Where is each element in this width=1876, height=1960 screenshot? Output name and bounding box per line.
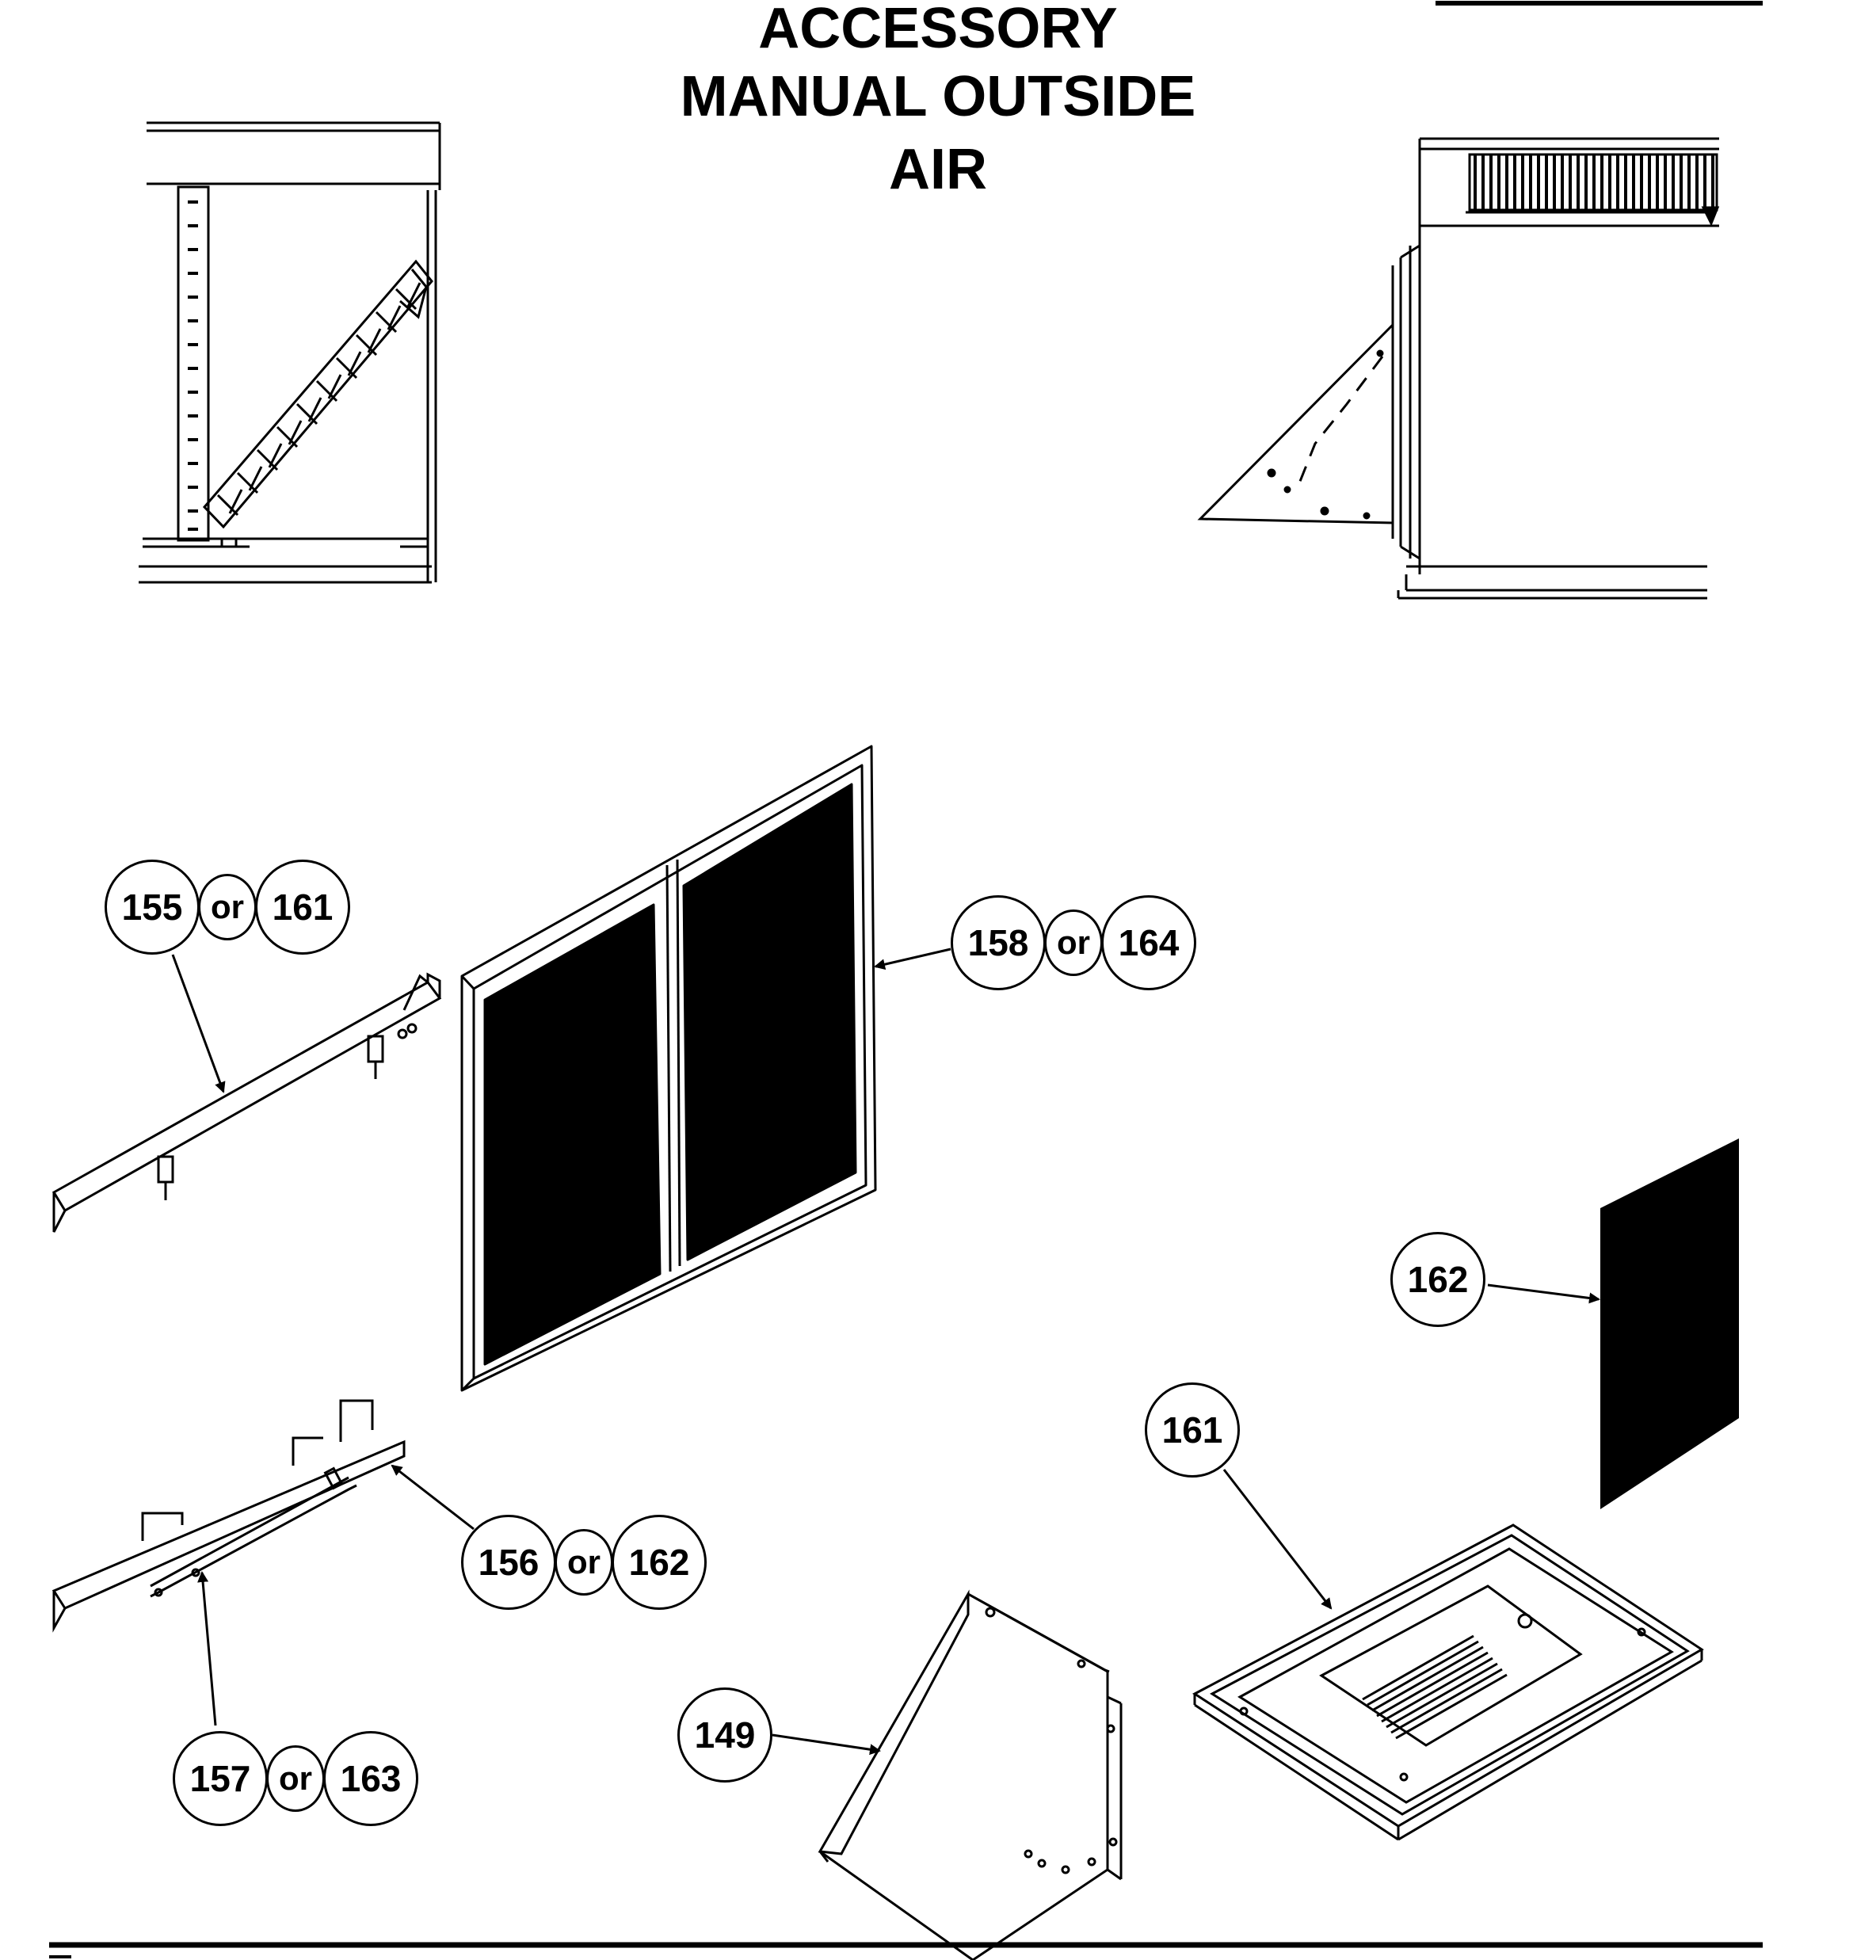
filter-panel-left	[483, 903, 662, 1366]
part-number-158: 158	[951, 895, 1046, 990]
part-number-156: 156	[461, 1515, 556, 1610]
part-number-157: 157	[173, 1731, 268, 1826]
callout-157-or-163: 157 or 163	[173, 1731, 418, 1826]
hood-installed-view	[1197, 137, 1720, 600]
filter-panel-162	[1600, 1138, 1739, 1509]
rain-hood	[818, 1589, 1123, 1960]
callout-162: 162	[1390, 1232, 1485, 1327]
bottom-rail	[51, 1399, 406, 1633]
part-number-155: 155	[105, 860, 200, 955]
part-number-163: 163	[323, 1731, 418, 1826]
title-line-1: ACCESSORY	[758, 0, 1118, 60]
filter-frame	[460, 745, 877, 1392]
top-rail	[51, 972, 442, 1233]
part-number-149: 149	[677, 1687, 772, 1783]
callout-161: 161	[1145, 1382, 1240, 1478]
leader-arrows	[171, 948, 1600, 1756]
part-number-162: 162	[612, 1515, 707, 1610]
damper-section-view	[139, 121, 441, 584]
outside-air-tray	[1192, 1523, 1704, 1841]
grille-slots	[1362, 1634, 1508, 1740]
damper-hatch	[216, 282, 421, 517]
louver-grille	[1468, 153, 1718, 212]
or-connector: or	[266, 1745, 325, 1812]
callout-155-or-161: 155 or 161	[105, 860, 350, 955]
part-number-161: 161	[255, 860, 350, 955]
filter-panel-right	[682, 783, 857, 1261]
scale-ticks	[188, 200, 198, 531]
part-number-162: 162	[1390, 1232, 1485, 1327]
part-number-161: 161	[1145, 1382, 1240, 1478]
or-connector: or	[198, 874, 257, 940]
or-connector: or	[1044, 909, 1103, 976]
part-number-164: 164	[1101, 895, 1196, 990]
callout-156-or-162: 156 or 162	[461, 1515, 707, 1610]
callout-149: 149	[677, 1687, 772, 1783]
or-connector: or	[555, 1529, 613, 1596]
callout-158-or-164: 158 or 164	[951, 895, 1196, 990]
title-line-2: MANUAL OUTSIDE	[680, 65, 1196, 128]
title-line-3: AIR	[889, 138, 987, 201]
